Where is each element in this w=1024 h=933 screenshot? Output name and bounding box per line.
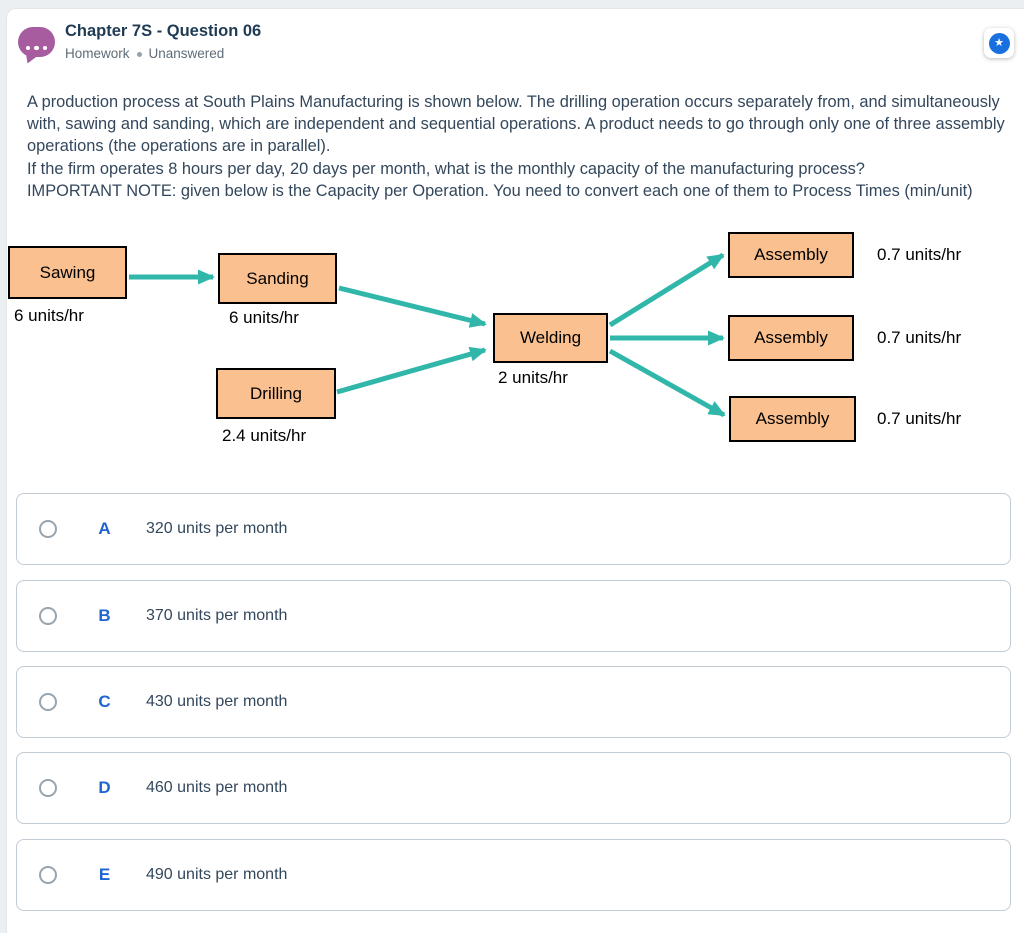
arrow-welding-to-assembly-top bbox=[608, 252, 725, 328]
answer-option-a[interactable]: A 320 units per month bbox=[16, 493, 1011, 565]
arrow-welding-to-assembly-bottom bbox=[608, 348, 726, 418]
question-meta: Homework Unanswered bbox=[65, 46, 224, 61]
rate-sawing: 6 units/hr bbox=[14, 306, 84, 325]
question-title: Chapter 7S - Question 06 bbox=[65, 22, 262, 40]
answer-option-d[interactable]: D 460 units per month bbox=[16, 752, 1011, 824]
arrow-sanding-to-welding bbox=[338, 285, 487, 328]
question-text: A production process at South Plains Man… bbox=[27, 91, 1015, 202]
node-welding: Welding bbox=[493, 313, 608, 363]
node-assembly-bottom: Assembly bbox=[729, 396, 856, 442]
question-card: Chapter 7S - Question 06 Homework Unanswe… bbox=[6, 8, 1024, 933]
status-label: Unanswered bbox=[148, 46, 225, 61]
rate-sanding: 6 units/hr bbox=[229, 308, 299, 327]
ellipsis-dots-icon bbox=[18, 39, 55, 57]
option-text: 430 units per month bbox=[146, 693, 288, 710]
option-text: 490 units per month bbox=[146, 866, 288, 883]
star-icon: ★ bbox=[988, 32, 1010, 54]
radio-option-e[interactable] bbox=[39, 866, 57, 884]
node-drilling: Drilling bbox=[216, 368, 336, 419]
answer-option-b[interactable]: B 370 units per month bbox=[16, 580, 1011, 652]
rate-assembly-bottom: 0.7 units/hr bbox=[877, 409, 962, 428]
rate-assembly-middle: 0.7 units/hr bbox=[877, 328, 962, 347]
rate-drilling: 2.4 units/hr bbox=[222, 426, 307, 445]
question-paragraph-3: IMPORTANT NOTE: given below is the Capac… bbox=[27, 181, 973, 200]
process-flow-diagram: Sawing Sanding Drilling Welding Assembly… bbox=[7, 226, 1024, 466]
rate-assembly-top: 0.7 units/hr bbox=[877, 245, 962, 264]
option-text: 370 units per month bbox=[146, 607, 288, 624]
arrow-drilling-to-welding bbox=[336, 346, 487, 395]
answer-option-e[interactable]: E 490 units per month bbox=[16, 839, 1011, 911]
option-text: 460 units per month bbox=[146, 779, 288, 796]
option-letter: B bbox=[98, 606, 111, 625]
answer-option-c[interactable]: C 430 units per month bbox=[16, 666, 1011, 738]
flow-arrows bbox=[129, 252, 726, 418]
option-letter: E bbox=[98, 865, 111, 884]
discussion-bubble-icon bbox=[18, 27, 55, 57]
radio-option-d[interactable] bbox=[39, 779, 57, 797]
question-paragraph-2: If the firm operates 8 hours per day, 20… bbox=[27, 159, 865, 178]
favorite-button[interactable]: ★ bbox=[984, 28, 1014, 58]
separator-dot-icon bbox=[136, 51, 142, 57]
option-letter: A bbox=[98, 519, 111, 538]
radio-option-a[interactable] bbox=[39, 520, 57, 538]
node-sanding: Sanding bbox=[218, 253, 337, 304]
node-assembly-top: Assembly bbox=[728, 232, 854, 278]
radio-option-c[interactable] bbox=[39, 693, 57, 711]
option-letter: D bbox=[98, 778, 111, 797]
radio-option-b[interactable] bbox=[39, 607, 57, 625]
option-letter: C bbox=[98, 692, 111, 711]
question-paragraph-1: A production process at South Plains Man… bbox=[27, 93, 1005, 156]
rate-welding: 2 units/hr bbox=[498, 368, 568, 387]
node-assembly-middle: Assembly bbox=[728, 315, 854, 361]
category-label: Homework bbox=[65, 46, 130, 61]
node-sawing: Sawing bbox=[8, 246, 127, 299]
option-text: 320 units per month bbox=[146, 520, 288, 537]
